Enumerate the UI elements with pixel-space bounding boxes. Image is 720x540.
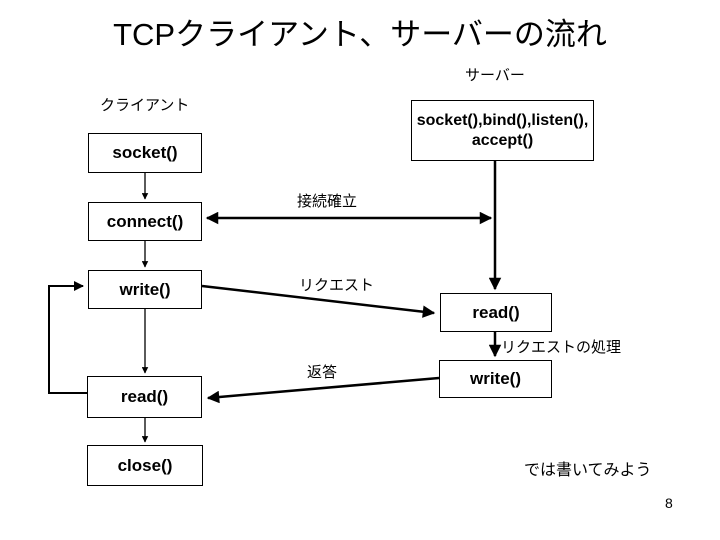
server-label: サーバー xyxy=(465,67,525,84)
client-label: クライアント xyxy=(100,97,190,114)
server-setup-box: socket(),bind(),listen(), accept() xyxy=(411,100,594,161)
label-request-processing: リクエストの処理 xyxy=(501,339,622,356)
arrow-loop-read-to-write xyxy=(48,281,87,394)
label-connection-established: 接続確立 xyxy=(297,193,358,210)
label-response: 返答 xyxy=(307,364,338,381)
server-write-box: write() xyxy=(439,360,552,398)
client-connect-box: connect() xyxy=(88,202,202,241)
slide-title: TCPクライアント、サーバーの流れ xyxy=(113,17,607,52)
client-write-box: write() xyxy=(88,270,202,309)
server-read-box: read() xyxy=(440,293,552,332)
client-read-box: read() xyxy=(87,376,202,418)
page-number: 8 xyxy=(665,495,673,511)
server-setup-line1: socket(),bind(),listen(), xyxy=(416,111,589,129)
client-socket-box: socket() xyxy=(88,133,202,173)
server-setup-line2: accept() xyxy=(471,131,534,149)
label-request: リクエスト xyxy=(299,277,375,294)
footer-note: では書いてみよう xyxy=(524,462,652,479)
client-close-box: close() xyxy=(87,445,203,486)
